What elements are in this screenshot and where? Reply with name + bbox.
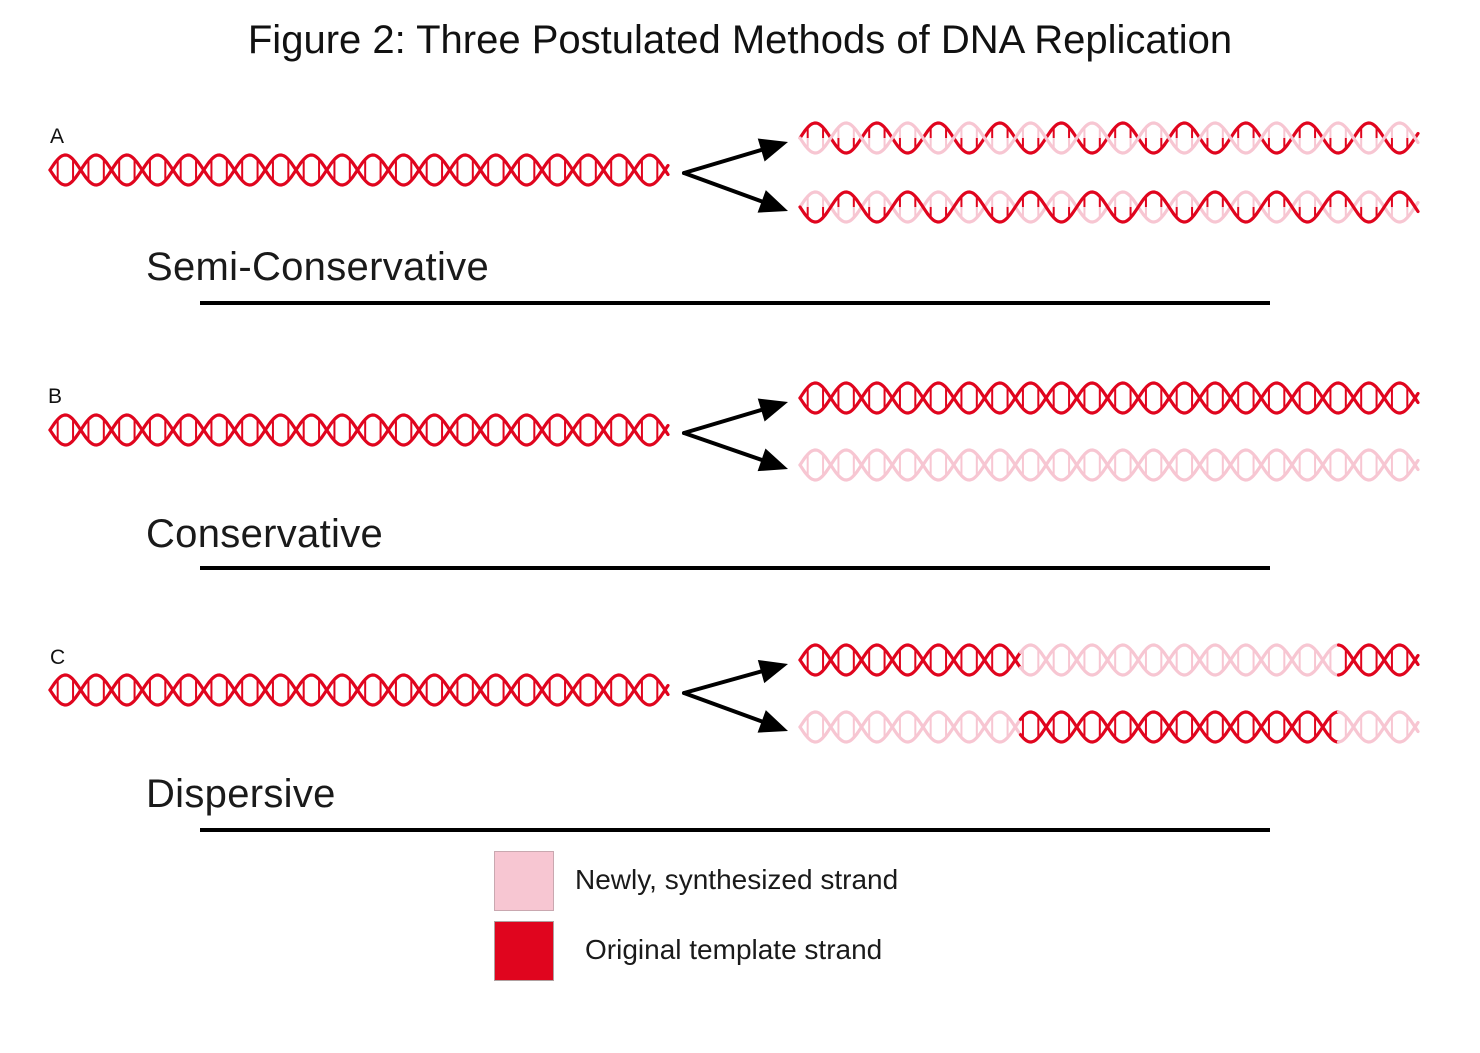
parent-helix-backbone-bottom (48, 153, 670, 187)
daughter-helix-1-backbone-bottom (1336, 643, 1420, 677)
daughter-helix-2-backbone-bottom (798, 448, 1420, 482)
arrow-to-daughter-2-shaft (682, 431, 770, 464)
parent-helix-backbone-top (48, 413, 670, 447)
arrow-to-daughter-2-shaft (682, 171, 770, 206)
legend-swatch-new-strand (494, 851, 554, 911)
arrow-to-daughter-2-head (757, 448, 788, 472)
arrow-to-daughter-1-shaft (682, 406, 770, 435)
figure-title: Figure 2: Three Postulated Methods of DN… (247, 18, 1233, 62)
panel-semi-conservative (48, 121, 1420, 305)
parent-helix-backbone-top (48, 673, 670, 707)
daughter-helix-1-backbone-bottom (798, 643, 1023, 677)
arrow-to-daughter-2-head (757, 710, 788, 733)
method-label-semi-conservative: Semi-Conservative (146, 245, 489, 289)
parent-helix-backbone-bottom (48, 673, 670, 707)
legend-label-original-strand: Original template strand (585, 934, 883, 965)
daughter-helix-2-backbone-top (798, 448, 1420, 482)
legend-swatch-original-strand (494, 921, 554, 981)
daughter-helix-1-backbone-bottom (798, 121, 1420, 155)
arrow-to-daughter-1-shaft (682, 146, 770, 175)
panel-conservative (48, 381, 1420, 570)
method-label-dispersive: Dispersive (146, 772, 336, 816)
daughter-helix-2-backbone-bottom (798, 190, 1420, 224)
arrow-to-daughter-2-shaft (682, 691, 770, 726)
arrow-to-daughter-1-shaft (682, 667, 770, 695)
panel-letter-c: C (50, 646, 66, 669)
panel-letter-a: A (50, 125, 65, 148)
daughter-helix-2-backbone-top (798, 710, 1023, 744)
method-label-conservative: Conservative (146, 512, 384, 556)
panel-dispersive (48, 643, 1420, 832)
daughter-helix-1-backbone-top (798, 643, 1023, 677)
arrow-to-daughter-1-head (757, 138, 788, 162)
arrow-to-daughter-1-head (757, 659, 788, 684)
daughter-helix-2-backbone-bottom (1336, 710, 1420, 744)
daughter-helix-1-backbone-top (1336, 643, 1420, 677)
daughter-helix-2-backbone-top (1018, 710, 1341, 744)
daughter-helix-2-backbone-top (798, 190, 1420, 224)
legend-label-new-strand: Newly, synthesized strand (575, 864, 899, 895)
daughter-helix-1-backbone-top (798, 381, 1420, 415)
daughter-helix-2-backbone-bottom (798, 710, 1023, 744)
parent-helix-backbone-bottom (48, 413, 670, 447)
daughter-helix-1-backbone-top (798, 121, 1420, 155)
arrow-to-daughter-2-head (757, 190, 788, 213)
daughter-helix-1-backbone-bottom (798, 381, 1420, 415)
panel-letter-b: B (48, 385, 63, 408)
arrow-to-daughter-1-head (757, 398, 788, 422)
daughter-helix-1-backbone-bottom (1018, 643, 1341, 677)
daughter-helix-2-backbone-bottom (1018, 710, 1341, 744)
parent-helix-backbone-top (48, 153, 670, 187)
daughter-helix-1-backbone-top (1018, 643, 1341, 677)
daughter-helix-2-backbone-top (1336, 710, 1420, 744)
